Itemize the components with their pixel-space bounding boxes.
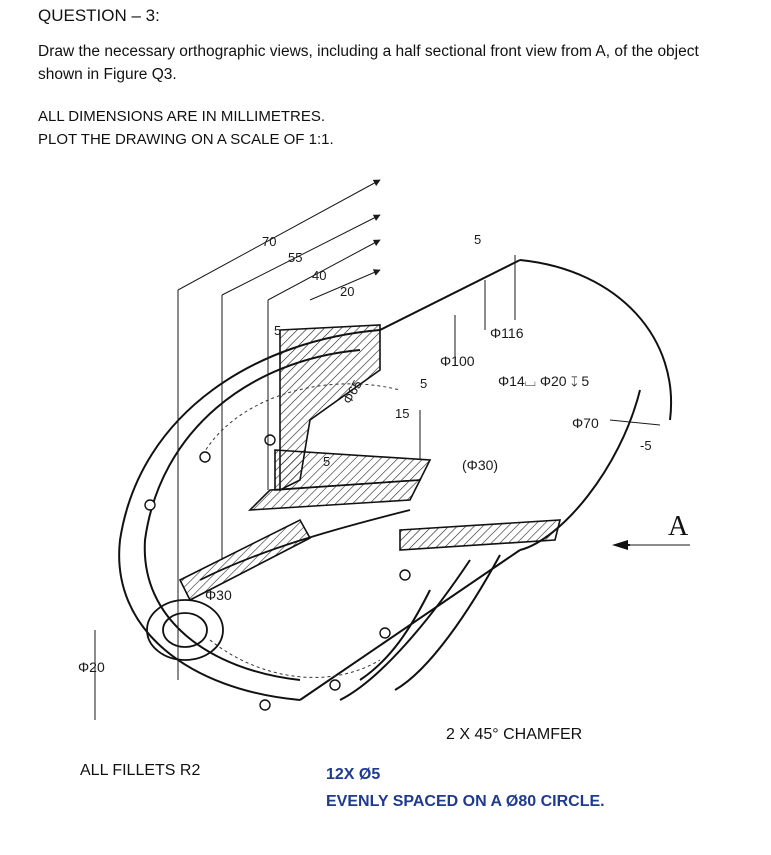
dim-40: 40	[312, 268, 326, 283]
dim-5-small: 5	[323, 454, 330, 469]
section-hatch	[178, 324, 562, 602]
question-title: QUESTION – 3:	[38, 6, 160, 25]
dim-5-right: -5	[640, 438, 652, 453]
dim-counterbore: Φ14⌴ Φ20 ↧ 5	[498, 373, 589, 389]
dim-phi116: Φ116	[490, 325, 524, 341]
dim-20: 20	[340, 284, 354, 299]
dim-5-top: 5	[474, 232, 481, 247]
dim-55: 55	[288, 250, 302, 265]
question-body: Draw the necessary orthographic views, i…	[38, 43, 699, 83]
dim-phi20: Φ20	[78, 659, 105, 675]
view-A-label: A	[668, 511, 689, 542]
bore	[146, 509, 411, 661]
isometric-figure-q3: 70 55 40 20 5 5 Φ116 Φ100 5 Φ14⌴ Φ20 ↧ 5…	[78, 179, 690, 720]
fillets-note: ALL FILLETS R2	[80, 762, 201, 779]
dim-70: 70	[262, 234, 276, 249]
pitch-circle	[199, 383, 401, 678]
chamfer-note: 2 X 45° CHAMFER	[446, 726, 583, 743]
holes-spacing-note: EVENLY SPACED ON A Ø80 CIRCLE.	[326, 793, 605, 810]
dim-5-mid: 5	[420, 376, 427, 391]
units-note: ALL DIMENSIONS ARE IN MILLIMETRES.	[38, 108, 326, 125]
holes-count: 12X Ø5	[326, 766, 381, 783]
dim-phi30: Φ30	[205, 587, 232, 603]
view-A-arrow	[612, 540, 628, 550]
dim-phi70: Φ70	[572, 415, 599, 431]
scale-note: PLOT THE DRAWING ON A SCALE OF 1:1.	[38, 131, 334, 148]
dim-phi30-paren: (Φ30)	[462, 457, 498, 473]
dim-15: 15	[395, 406, 409, 421]
dimension-lines	[94, 179, 690, 720]
dim-5-left: 5	[274, 323, 281, 338]
dim-phi100: Φ100	[440, 353, 475, 369]
